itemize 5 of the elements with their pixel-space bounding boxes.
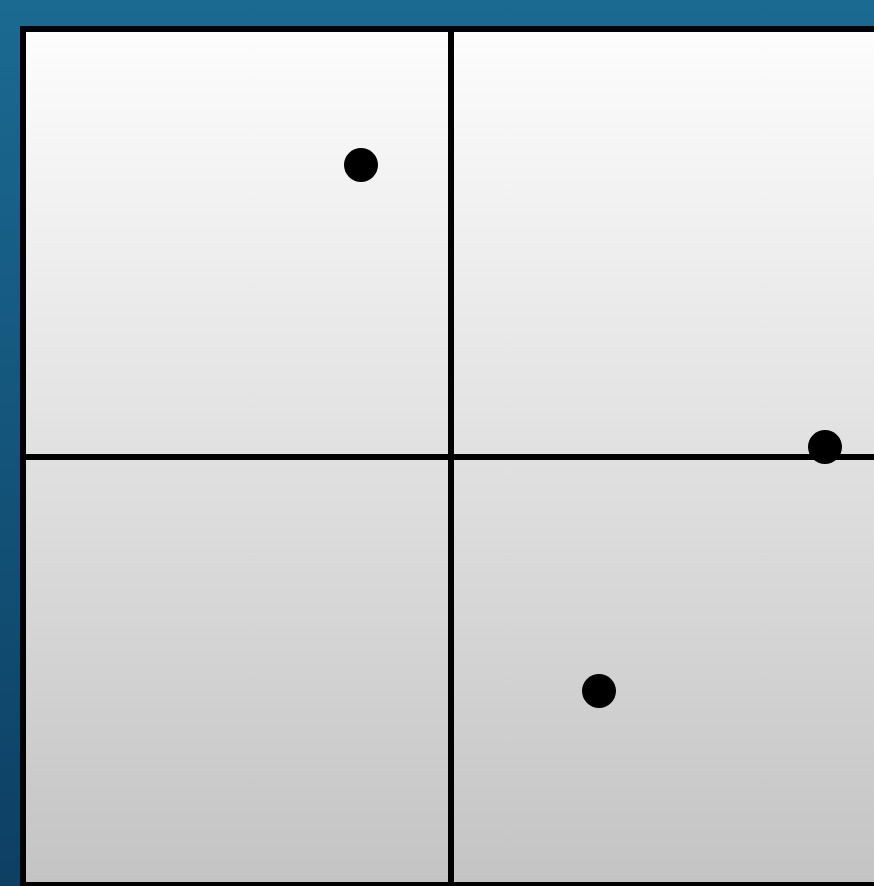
dot — [344, 148, 378, 182]
grid-cell — [20, 26, 454, 460]
grid-cell — [20, 454, 454, 886]
dot — [582, 674, 616, 708]
dot — [808, 430, 842, 464]
